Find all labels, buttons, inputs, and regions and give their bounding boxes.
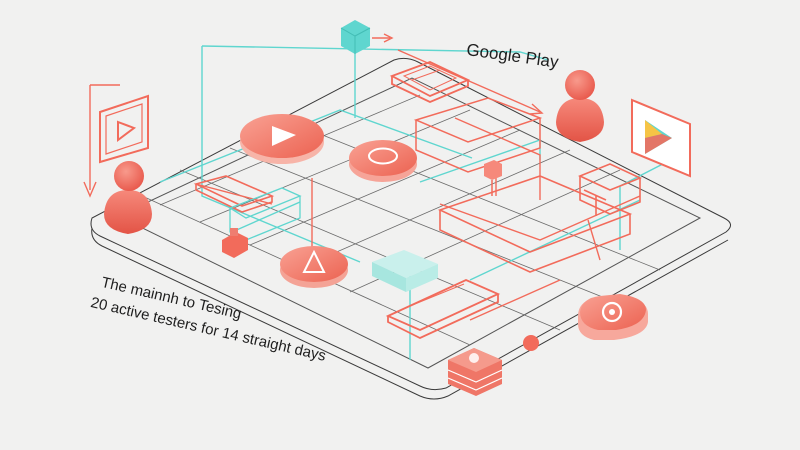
pin-icon: [484, 160, 502, 196]
database-icon: [447, 348, 503, 396]
user-icon-left: [104, 161, 152, 234]
stack-right: [577, 163, 643, 216]
chip-icon: [222, 228, 248, 258]
play-button-disc: [240, 114, 324, 164]
control-card: [389, 61, 471, 103]
gear-icon: [578, 294, 648, 340]
settings-disc: [349, 140, 417, 182]
coral-frame-center: [437, 175, 633, 273]
play-store-icon: [631, 98, 691, 178]
tray-left: [193, 175, 275, 213]
user-icon-right: [556, 70, 604, 142]
node-dot: [523, 335, 539, 351]
panel-outline-top: [413, 97, 543, 173]
play-icon: [99, 94, 149, 164]
coral-card-bottom: [385, 279, 501, 339]
warning-disc: [280, 246, 348, 288]
cube-icon: [340, 20, 371, 54]
teal-block: [372, 250, 438, 292]
